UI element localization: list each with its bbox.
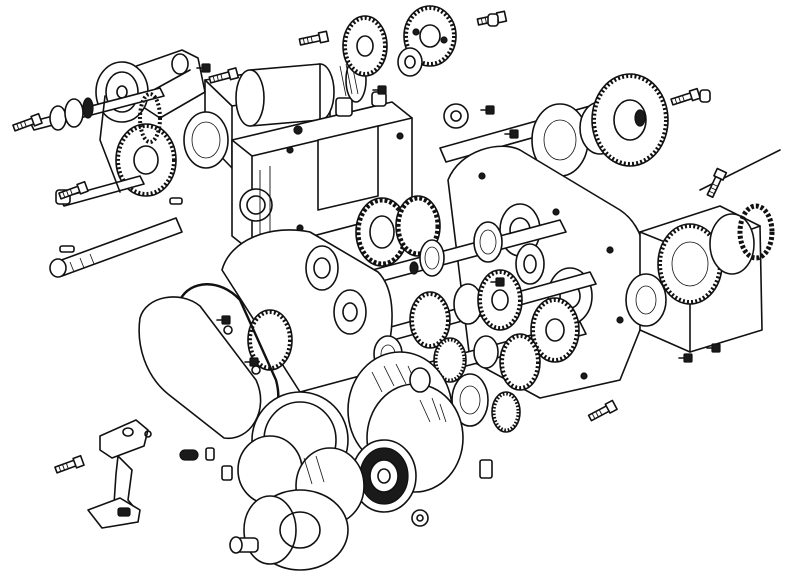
lower-clutch-assembly <box>180 352 492 570</box>
right-upper-shaft <box>440 74 710 176</box>
top-sprockets <box>298 6 508 76</box>
shift-lever-parts <box>53 420 151 528</box>
right-output-assembly <box>586 150 780 424</box>
gearbox-body <box>350 146 646 432</box>
